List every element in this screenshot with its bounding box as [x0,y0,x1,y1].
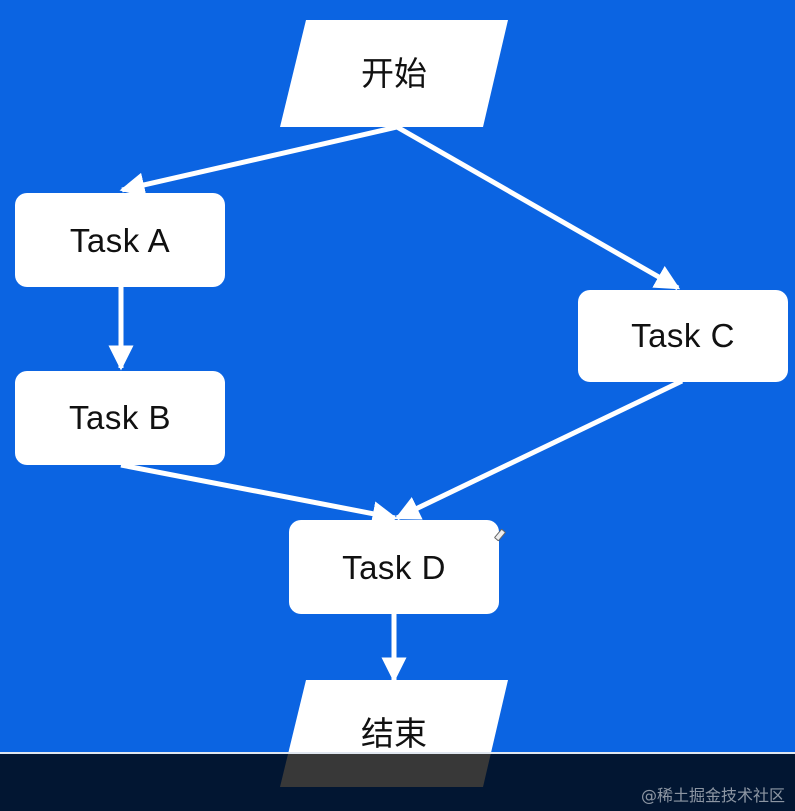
edge-task-c-to-task-d [394,378,684,521]
node-task-a[interactable]: Task A [15,193,225,287]
video-overlay-bar [0,752,795,811]
node-task-d[interactable]: Task D [289,520,499,614]
task-b-box [15,371,225,465]
node-start[interactable]: 开始 [280,20,508,127]
start-parallelogram [280,20,508,127]
watermark-text: @稀土掘金技术社区 [640,786,785,805]
edge-task-b-to-task-d [120,462,398,526]
task-d-box [289,520,499,614]
task-c-box [578,290,788,382]
node-task-b[interactable]: Task B [15,371,225,465]
start-label: 开始 [361,54,427,93]
end-label: 结束 [361,714,427,753]
video-progress-line [0,752,795,754]
task-a-label: Task A [70,222,170,259]
edges [108,124,684,683]
task-a-box [15,193,225,287]
task-d-label: Task D [342,549,446,586]
edge-start-to-task-a [119,124,398,198]
edge-start-to-task-c [395,124,681,291]
task-c-label: Task C [631,317,735,354]
node-task-c[interactable]: Task C [578,290,788,382]
task-b-label: Task B [69,399,171,436]
